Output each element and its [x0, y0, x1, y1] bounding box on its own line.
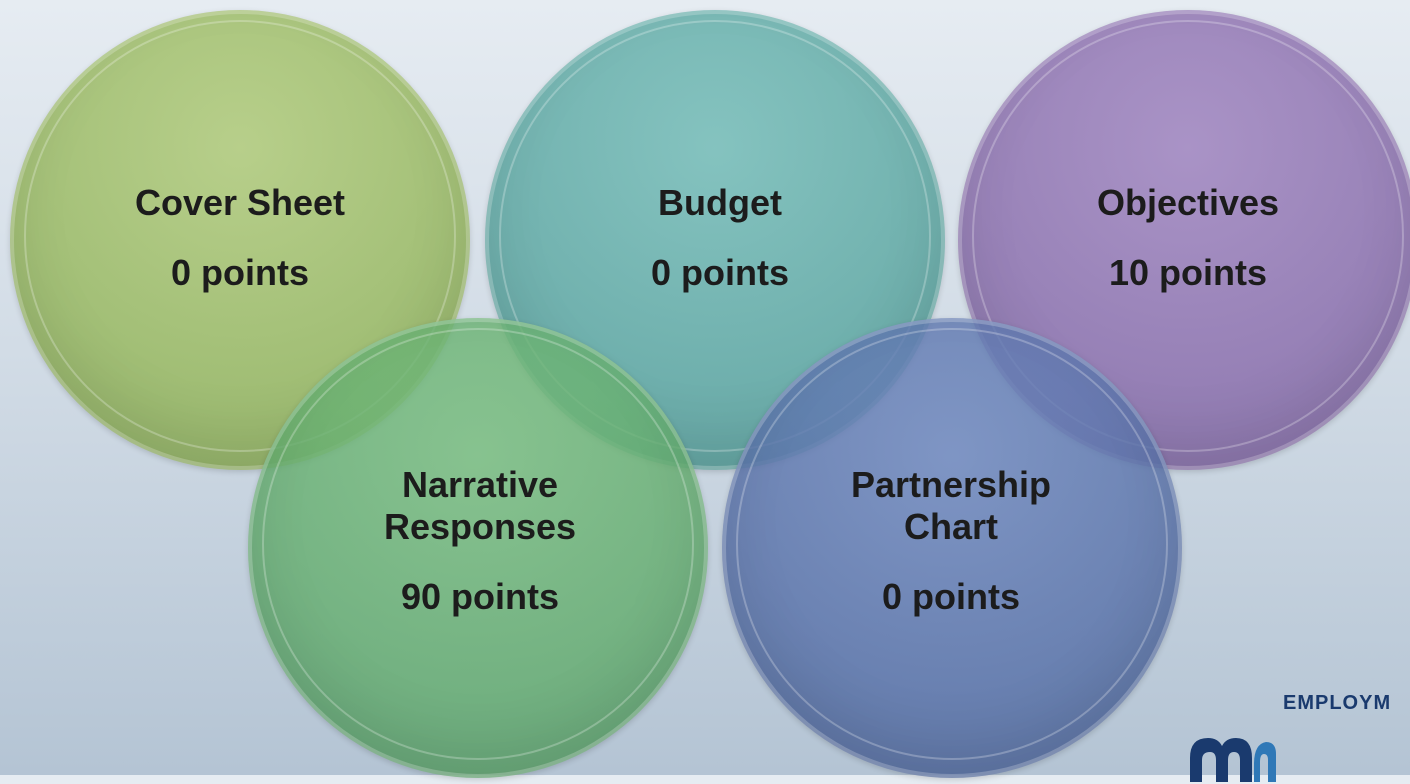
objectives-title: Objectives	[1096, 182, 1280, 223]
partnership-label: Partnership Chart 0 points	[801, 464, 1101, 618]
mo-logo-icon	[1190, 738, 1276, 782]
narrative-points: 90 points	[400, 576, 560, 617]
narrative-circle	[248, 318, 708, 778]
objectives-points: 10 points	[1108, 252, 1268, 293]
narrative-label: Narrative Responses 90 points	[330, 464, 630, 618]
partnership-circle	[722, 318, 1182, 778]
objectives-label: Objectives 10 points	[1038, 182, 1338, 294]
partnership-title-line-1: Partnership	[850, 464, 1052, 505]
budget-label: Budget 0 points	[570, 182, 870, 294]
cover-sheet-label: Cover Sheet 0 points	[90, 182, 390, 294]
budget-title: Budget	[658, 182, 782, 223]
logo-text: EMPLOYM	[1283, 692, 1392, 714]
partnership-title-line-2: Chart	[903, 506, 998, 547]
cover-sheet-points: 0 points	[170, 252, 309, 293]
narrative-title-line-1: Narrative	[401, 464, 559, 505]
budget-points: 0 points	[650, 252, 789, 293]
narrative-title-line-2: Responses	[383, 506, 577, 547]
employment-logo: EMPLOYM	[1188, 692, 1410, 782]
partnership-points: 0 points	[881, 576, 1020, 617]
cover-sheet-title: Cover Sheet	[134, 182, 346, 223]
